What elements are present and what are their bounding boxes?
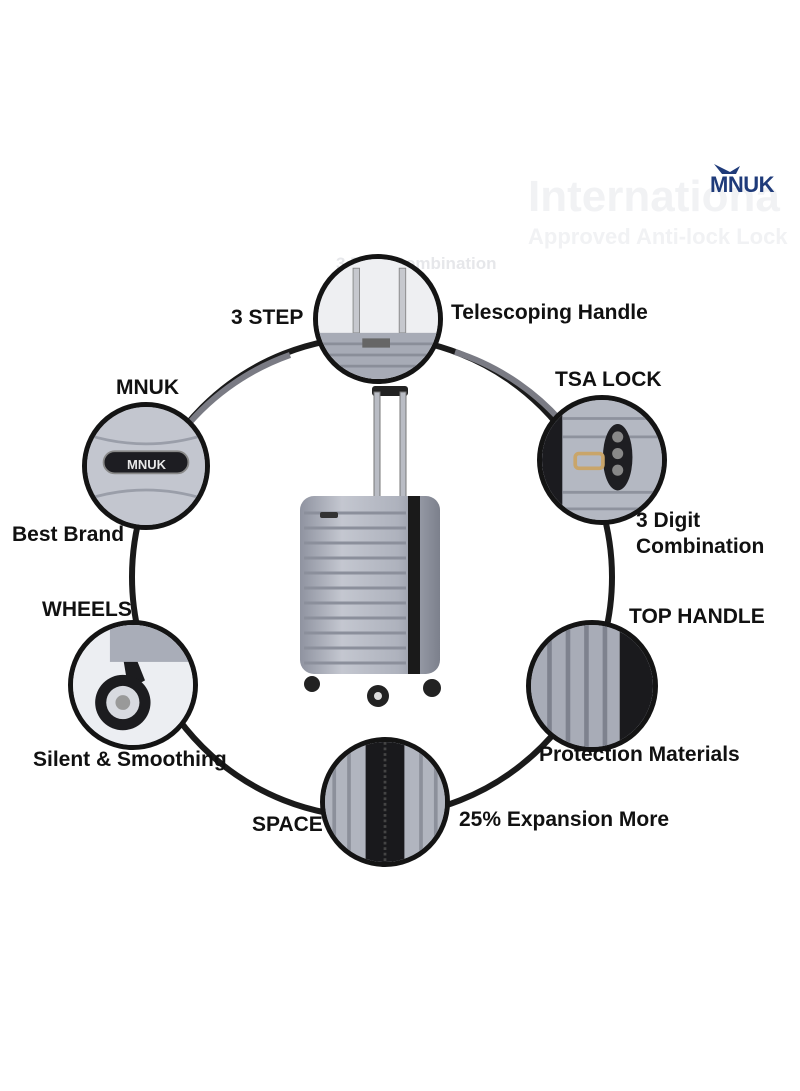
tsa-lock-circle bbox=[537, 395, 667, 525]
wheels-circle bbox=[68, 620, 198, 750]
badge-text: MNUK bbox=[127, 457, 166, 472]
suitcase-image bbox=[300, 386, 441, 707]
watermark-title: Internationa bbox=[528, 172, 780, 221]
bird-icon bbox=[714, 164, 740, 174]
label-combination: Combination bbox=[636, 535, 765, 558]
telescoping-handle-circle bbox=[313, 254, 443, 384]
label-wheels: WHEELS bbox=[42, 598, 132, 621]
label-best-brand: Best Brand bbox=[12, 523, 125, 546]
label-silent-smoothing: Silent & Smoothing bbox=[33, 748, 227, 771]
expansion-zipper-circle bbox=[320, 737, 450, 867]
label-top-handle: TOP HANDLE bbox=[629, 605, 765, 628]
brand-logo: MNUK bbox=[708, 160, 782, 205]
label-3-step: 3 STEP bbox=[231, 306, 304, 329]
label-mnuk: MNUK bbox=[116, 376, 179, 399]
brand-logo-text: MNUK bbox=[710, 172, 775, 197]
label-tsa-lock: TSA LOCK bbox=[555, 368, 662, 391]
label-protection-materials: Protection Materials bbox=[539, 743, 740, 766]
brand-badge-circle: MNUK bbox=[82, 402, 210, 530]
label-space: SPACE bbox=[252, 813, 323, 836]
label-telescoping-handle: Telescoping Handle bbox=[451, 301, 648, 324]
top-handle-circle bbox=[526, 620, 658, 752]
watermark-subtitle: Approved Anti-lock Lock bbox=[528, 224, 788, 249]
label-expansion: 25% Expansion More bbox=[459, 808, 670, 831]
label-3-digit: 3 Digit bbox=[636, 509, 701, 532]
